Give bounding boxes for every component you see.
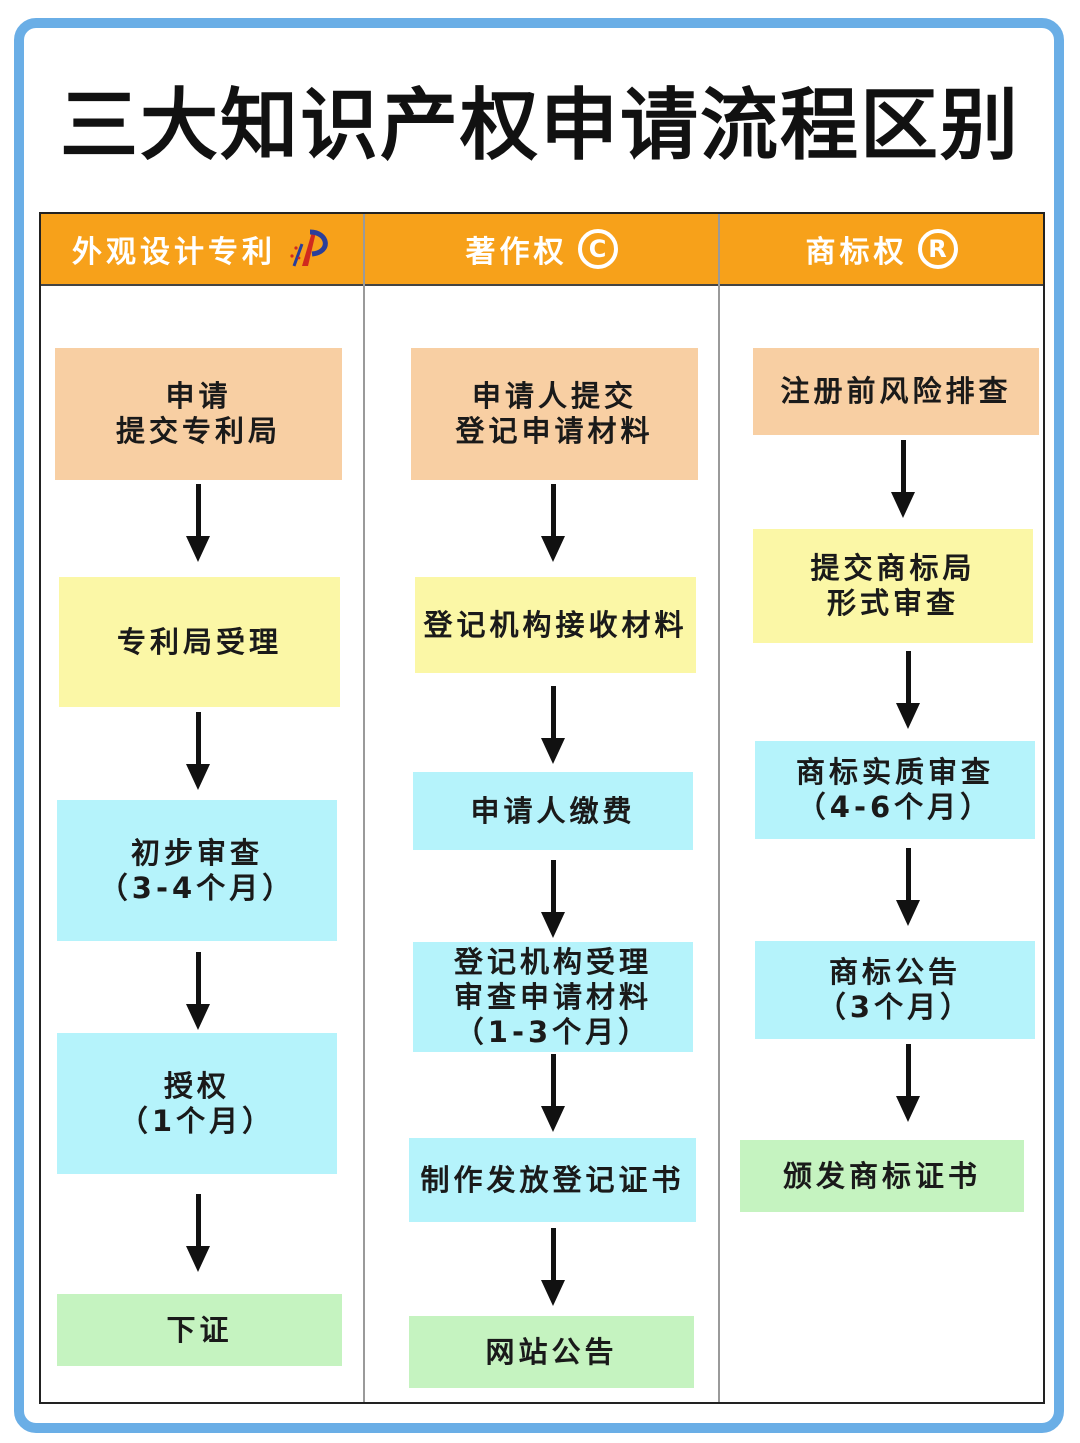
column-header-label: 外观设计专利 [72,235,276,270]
down-arrow-icon [186,1194,210,1272]
column-header-trademark: 商标权 R [720,214,1043,284]
down-arrow-icon [541,686,565,764]
flow-step: 颁发商标证书 [740,1140,1024,1212]
flow-step: 申请 提交专利局 [55,348,342,480]
column-divider [363,214,365,1402]
flow-step: 提交商标局 形式审查 [753,529,1033,643]
column-header-label: 著作权 [465,235,568,270]
down-arrow-icon [891,440,915,518]
flow-step: 申请人缴费 [413,772,693,850]
down-arrow-icon [186,484,210,562]
flow-step: 授权 （1个月） [57,1033,337,1174]
flow-step: 专利局受理 [59,577,340,707]
column-divider [718,214,720,1402]
down-arrow-icon [541,860,565,938]
page-title: 三大知识产权申请流程区别 [59,81,1020,171]
down-arrow-icon [896,651,920,729]
flow-step: 初步审查 （3-4个月） [57,800,337,941]
flow-step: 下证 [57,1294,342,1366]
header-bar [41,214,1043,286]
patent-logo-icon [290,229,328,267]
down-arrow-icon [896,1044,920,1122]
comparison-table: 外观设计专利 著作权 C 商标权 R 申请 提交专利局 专利局受理 初步审查 （… [39,212,1045,1404]
flow-step: 申请人提交 登记申请材料 [411,348,698,480]
down-arrow-icon [541,1228,565,1306]
down-arrow-icon [541,484,565,562]
column-header-label: 商标权 [805,235,908,270]
flow-step: 制作发放登记证书 [409,1138,696,1222]
flow-step: 商标实质审查 （4-6个月） [755,741,1035,839]
down-arrow-icon [896,848,920,926]
down-arrow-icon [186,952,210,1030]
flow-step: 注册前风险排查 [753,348,1039,435]
copyright-icon: C [577,229,618,269]
flow-step: 网站公告 [409,1316,694,1388]
flow-step: 商标公告 （3个月） [755,941,1035,1039]
registered-icon: R [917,229,958,269]
flow-step: 登记机构接收材料 [415,577,696,673]
down-arrow-icon [541,1054,565,1132]
column-header-design-patent: 外观设计专利 [41,214,363,284]
flow-step: 登记机构受理 审查申请材料 （1-3个月） [413,942,693,1052]
column-header-copyright: 著作权 C [365,214,718,284]
down-arrow-icon [186,712,210,790]
